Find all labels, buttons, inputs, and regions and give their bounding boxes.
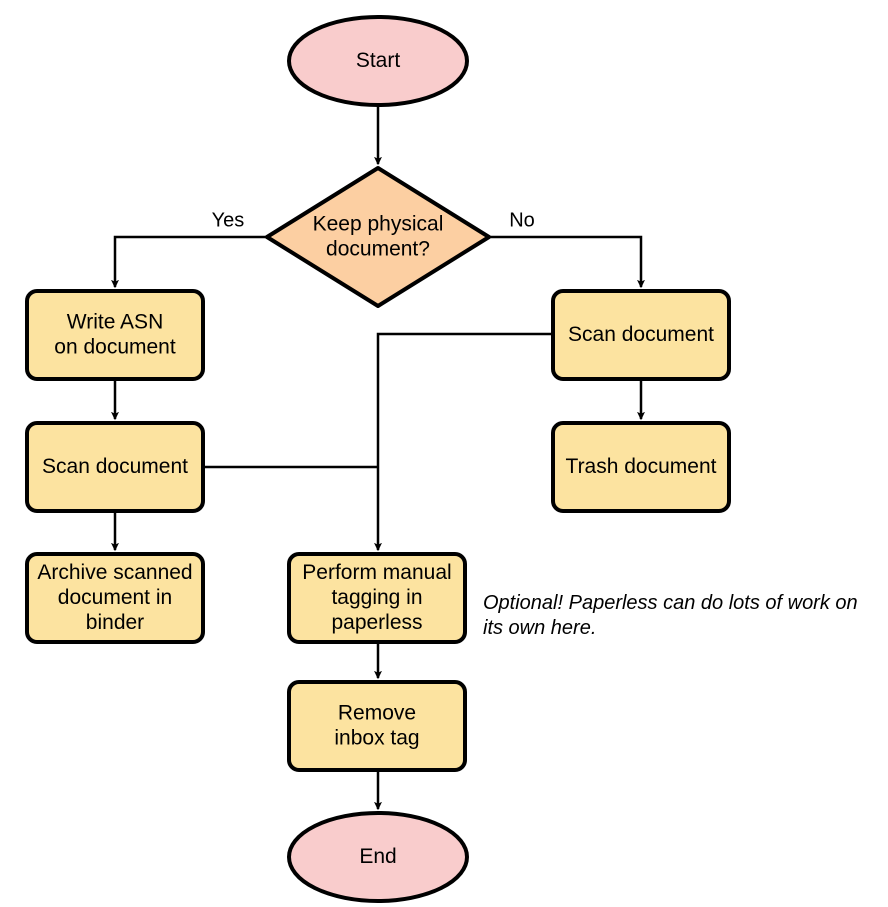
- node-label-trash-document: Trash document: [566, 455, 717, 478]
- edge-label-decision-yes-to-write-asn: Yes: [212, 209, 245, 231]
- edge-decision-no-to-scan-right: No: [490, 209, 645, 289]
- edges-layer: Yes No: [111, 105, 645, 811]
- edge-path: [490, 235, 645, 289]
- node-shape-diamond[interactable]: [265, 166, 491, 308]
- node-scan-document-left[interactable]: Scan document: [25, 421, 205, 513]
- node-shape-rect[interactable]: [287, 552, 467, 644]
- node-shape-rect[interactable]: [25, 289, 205, 381]
- edge-decision-yes-to-write-asn: Yes: [111, 209, 267, 289]
- edge-scan-right-to-manual-tagging: [374, 332, 553, 552]
- edge-path: [111, 235, 267, 289]
- node-shape-ellipse[interactable]: [287, 15, 469, 107]
- node-shape-rect[interactable]: [551, 289, 731, 381]
- node-shape-rect[interactable]: [25, 421, 205, 513]
- node-scan-document-right[interactable]: Scan document: [551, 289, 731, 381]
- node-shape-ellipse[interactable]: [287, 811, 469, 903]
- node-start[interactable]: Start: [287, 15, 469, 107]
- edge-label-decision-no-to-scan-right: No: [509, 209, 535, 231]
- annotation-optional-note: Optional! Paperless can do lots of work …: [483, 592, 858, 639]
- node-label-scan-document-left: Scan document: [42, 455, 188, 478]
- node-shape-rect[interactable]: [287, 680, 467, 772]
- node-shape-rect[interactable]: [551, 421, 731, 513]
- annotations-layer: Optional! Paperless can do lots of work …: [483, 592, 858, 639]
- node-label-start: Start: [356, 49, 401, 72]
- node-trash-document[interactable]: Trash document: [551, 421, 731, 513]
- node-label-end: End: [359, 845, 396, 868]
- node-label-scan-document-right: Scan document: [568, 323, 714, 346]
- node-shape-rect[interactable]: [25, 552, 205, 644]
- edge-path: [374, 332, 553, 552]
- node-end[interactable]: End: [287, 811, 469, 903]
